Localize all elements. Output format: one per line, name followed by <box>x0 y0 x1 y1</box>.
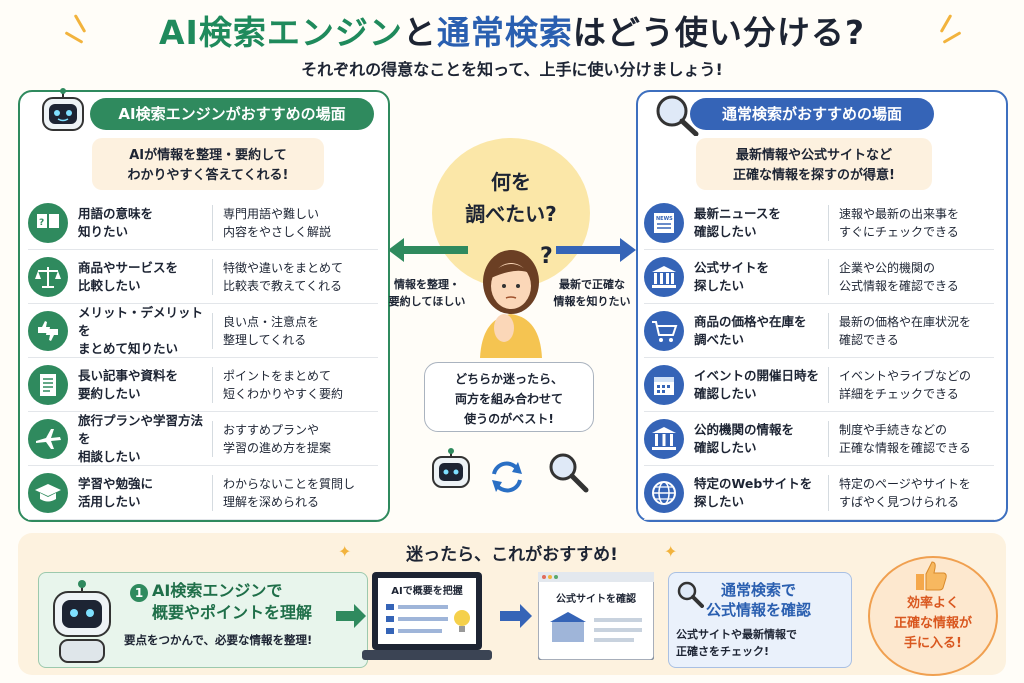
scenario-title: 特定のWebサイトを探したい <box>694 475 813 509</box>
scenario-description: わからないことを質問し理解を深められる <box>212 474 355 511</box>
robot-icon <box>38 88 88 138</box>
news-icon: NEWS <box>644 202 684 243</box>
arrow-right-icon <box>336 604 366 632</box>
right-arrow-label: 最新で正確な情報を知りたい <box>553 278 631 308</box>
scenario-title: メリット・デメリットをまとめて知りたい <box>78 304 204 356</box>
page-subtitle: それぞれの得意なことを知って、上手に使い分けましょう! <box>301 60 723 79</box>
step-ai-title: AI検索エンジンで概要やポイントを理解 <box>152 581 313 622</box>
ai-panel-heading: AI検索エンジンがおすすめの場面 <box>90 98 374 130</box>
robot-icon <box>430 448 472 494</box>
scenario-description: ポイントをまとめて短くわかりやすく要約 <box>212 366 343 403</box>
normal-scenario-row: 公的機関の情報を確認したい制度や手続きなどの正確な情報を確認できる <box>644 412 994 466</box>
scenario-description: 制度や手続きなどの正確な情報を確認できる <box>828 420 971 457</box>
scenario-description: イベントやライブなどの詳細をチェックできる <box>828 366 971 403</box>
svg-text:NEWS: NEWS <box>656 216 673 222</box>
sparkle-icon: ✦ <box>664 542 678 561</box>
ai-scenario-row: 商品やサービスを比較したい特徴や違いをまとめて比較表で教えてくれる <box>28 250 378 304</box>
scenario-title: イベントの開催日時を確認したい <box>694 367 820 401</box>
step-normal-description: 公式サイトや最新情報で正確さをチェック! <box>676 628 797 658</box>
laptop-label: AIで概要を把握 <box>391 586 463 597</box>
scenario-title: 商品の価格や在庫を調べたい <box>694 313 807 347</box>
normal-scenario-row: NEWS 最新ニュースを確認したい 速報や最新の出来事をすぐにチェックできる <box>644 196 994 250</box>
scenario-title: 最新ニュースを確認したい <box>694 205 781 239</box>
scenario-description: 最新の価格や在庫状況を確認できる <box>828 312 971 349</box>
scenario-description: 特徴や違いをまとめて比較表で教えてくれる <box>212 258 343 295</box>
step-ai-description: 要点をつかんで、必要な情報を整理! <box>124 633 313 647</box>
magnifier-icon <box>676 580 704 612</box>
browser-window-illustration <box>537 571 655 664</box>
scenario-description: 速報や最新の出来事をすぐにチェックできる <box>828 204 959 241</box>
result-text: 効率よく正確な情報が手に入る! <box>893 596 972 651</box>
document-icon <box>28 364 68 405</box>
scale-icon <box>28 256 68 297</box>
ai-scenario-row: メリット・デメリットをまとめて知りたい良い点・注意点を整理してくれる <box>28 304 378 358</box>
scenario-title: 学習や勉強に活用したい <box>78 475 154 509</box>
scenario-title: 用語の意味を知りたい <box>78 205 154 239</box>
scenario-title: 公的機関の情報を確認したい <box>694 421 795 455</box>
scenario-title: 旅行プランや学習方法を相談したい <box>78 412 204 464</box>
laptop-illustration <box>362 568 492 668</box>
svg-text:?: ? <box>39 218 44 228</box>
building-icon <box>644 256 684 297</box>
left-arrow-label: 情報を整理・要約してほしい <box>388 278 466 308</box>
normal-panel-heading: 通常検索がおすすめの場面 <box>690 98 934 130</box>
magnifier-icon <box>546 450 590 498</box>
normal-scenario-row: イベントの開催日時を確認したいイベントやライブなどの詳細をチェックできる <box>644 358 994 412</box>
normal-scenario-row: 特定のWebサイトを探したい特定のページやサイトをすばやく見つけられる <box>644 466 994 520</box>
recommendation-heading: 迷ったら、これがおすすめ! <box>406 545 618 565</box>
institution-icon <box>644 418 684 459</box>
question-mark: ? <box>540 244 553 269</box>
normal-intro-box: 最新情報や公式サイトなど正確な情報を探すのが得意! <box>696 138 932 190</box>
step-normal-card <box>668 572 852 668</box>
center-question: 何を調べたい? <box>465 170 557 226</box>
arrow-left-icon <box>388 238 468 266</box>
scenario-description: 良い点・注意点を整理してくれる <box>212 312 319 349</box>
sparkle-icon: ✦ <box>338 542 352 561</box>
step-number-badge: 1 <box>130 584 148 602</box>
normal-scenario-row: 商品の価格や在庫を調べたい最新の価格や在庫状況を確認できる <box>644 304 994 358</box>
graduation-cap-icon <box>28 472 68 513</box>
thumbs-up-icon <box>914 560 948 596</box>
normal-scenario-row: 公式サイトを探したい 企業や公的機関の公式情報を確認できる <box>644 250 994 304</box>
ai-intro-box: AIが情報を整理・要約してわかりやすく答えてくれる! <box>92 138 324 190</box>
step-normal-title: 通常検索で公式情報を確認 <box>706 581 812 619</box>
arrow-right-icon <box>556 238 636 266</box>
page-title: AI検索エンジンと通常検索はどう使い分ける? <box>159 13 865 52</box>
ai-scenario-row: 学習や勉強に活用したい わからないことを質問し理解を深められる <box>28 466 378 520</box>
thumbs-up-down-icon <box>28 310 68 351</box>
calendar-icon <box>644 364 684 405</box>
dictionary-icon: ? <box>28 202 68 243</box>
robot-icon <box>46 580 118 668</box>
scenario-title: 商品やサービスを比較したい <box>78 259 179 293</box>
scenario-description: おすすめプランや学習の進め方を提案 <box>212 420 331 457</box>
scenario-description: 特定のページやサイトをすばやく見つけられる <box>828 474 971 511</box>
cart-icon <box>644 310 684 351</box>
airplane-icon <box>28 418 68 459</box>
ai-scenario-row: ? 用語の意味を知りたい 専門用語や難しい内容をやさしく解説 <box>28 196 378 250</box>
scenario-description: 専門用語や難しい内容をやさしく解説 <box>212 204 331 241</box>
scenario-description: 企業や公的機関の公式情報を確認できる <box>828 258 959 295</box>
ai-scenario-row: 旅行プランや学習方法を相談したいおすすめプランや学習の進め方を提案 <box>28 412 378 466</box>
person-illustration <box>468 240 554 362</box>
ai-scenario-row: 長い記事や資料を要約したいポイントをまとめて短くわかりやすく要約 <box>28 358 378 412</box>
scenario-title: 長い記事や資料を要約したい <box>78 367 179 401</box>
window-label: 公式サイトを確認 <box>556 594 636 605</box>
magnifier-icon <box>652 92 702 140</box>
advice-bubble: どちらか迷ったら、両方を組み合わせて使うのがベスト! <box>424 362 594 432</box>
cycle-arrows-icon <box>488 458 526 500</box>
scenario-title: 公式サイトを探したい <box>694 259 770 293</box>
globe-icon <box>644 472 684 513</box>
arrow-right-icon <box>500 604 532 632</box>
